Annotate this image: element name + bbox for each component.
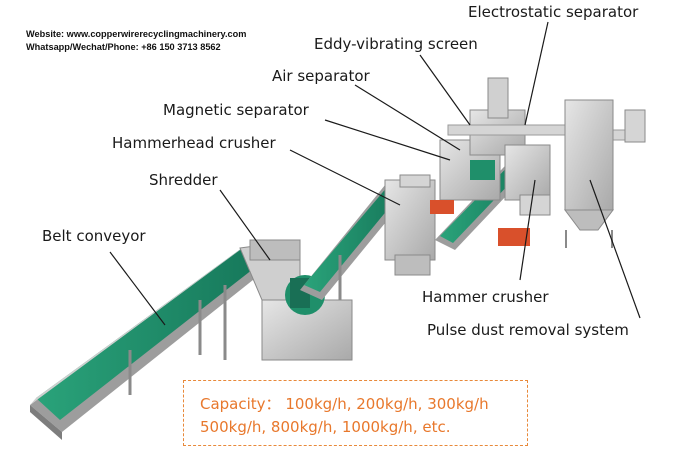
label-electrostatic-separator: Electrostatic separator xyxy=(468,3,639,21)
leader-hammer xyxy=(519,179,536,281)
label-shredder: Shredder xyxy=(149,171,218,189)
leader-air xyxy=(354,84,461,151)
capacity-line-2: 500kg/h, 800kg/h, 1000kg/h, etc. xyxy=(200,418,451,436)
website-text: Website: www.copperwirerecyclingmachiner… xyxy=(26,29,247,39)
leader-pulse xyxy=(589,179,641,319)
leader-eddy xyxy=(419,54,471,126)
contact-info: Website: www.copperwirerecyclingmachiner… xyxy=(26,28,246,53)
label-magnetic-separator: Magnetic separator xyxy=(163,101,309,119)
label-hammer-crusher: Hammer crusher xyxy=(422,288,549,306)
separator-tower xyxy=(430,77,551,246)
belt-conveyor-machine xyxy=(30,248,268,440)
label-pulse-dust-removal-system: Pulse dust removal system xyxy=(427,321,629,339)
leader-electrostatic xyxy=(524,21,549,126)
capacity-box: Capacity： 100kg/h, 200kg/h, 300kg/h 500k… xyxy=(183,380,528,446)
inclined-conveyor-2 xyxy=(300,185,408,300)
phone-text: Whatsapp/Wechat/Phone: +86 150 3713 8562 xyxy=(26,41,221,52)
label-eddy-vibrating-screen: Eddy-vibrating screen xyxy=(314,35,478,53)
leader-magnetic xyxy=(324,119,451,161)
hammerhead-crusher-machine xyxy=(384,174,436,276)
leader-belt xyxy=(109,251,166,326)
leader-hammerhead xyxy=(289,149,401,206)
leader-shredder xyxy=(219,189,271,261)
label-hammerhead-crusher: Hammerhead crusher xyxy=(112,134,276,152)
pulse-dust-collector xyxy=(564,99,646,248)
label-belt-conveyor: Belt conveyor xyxy=(42,227,146,245)
leader-lines xyxy=(109,21,641,326)
label-air-separator: Air separator xyxy=(272,67,370,85)
capacity-line-1: Capacity： 100kg/h, 200kg/h, 300kg/h xyxy=(200,395,489,413)
